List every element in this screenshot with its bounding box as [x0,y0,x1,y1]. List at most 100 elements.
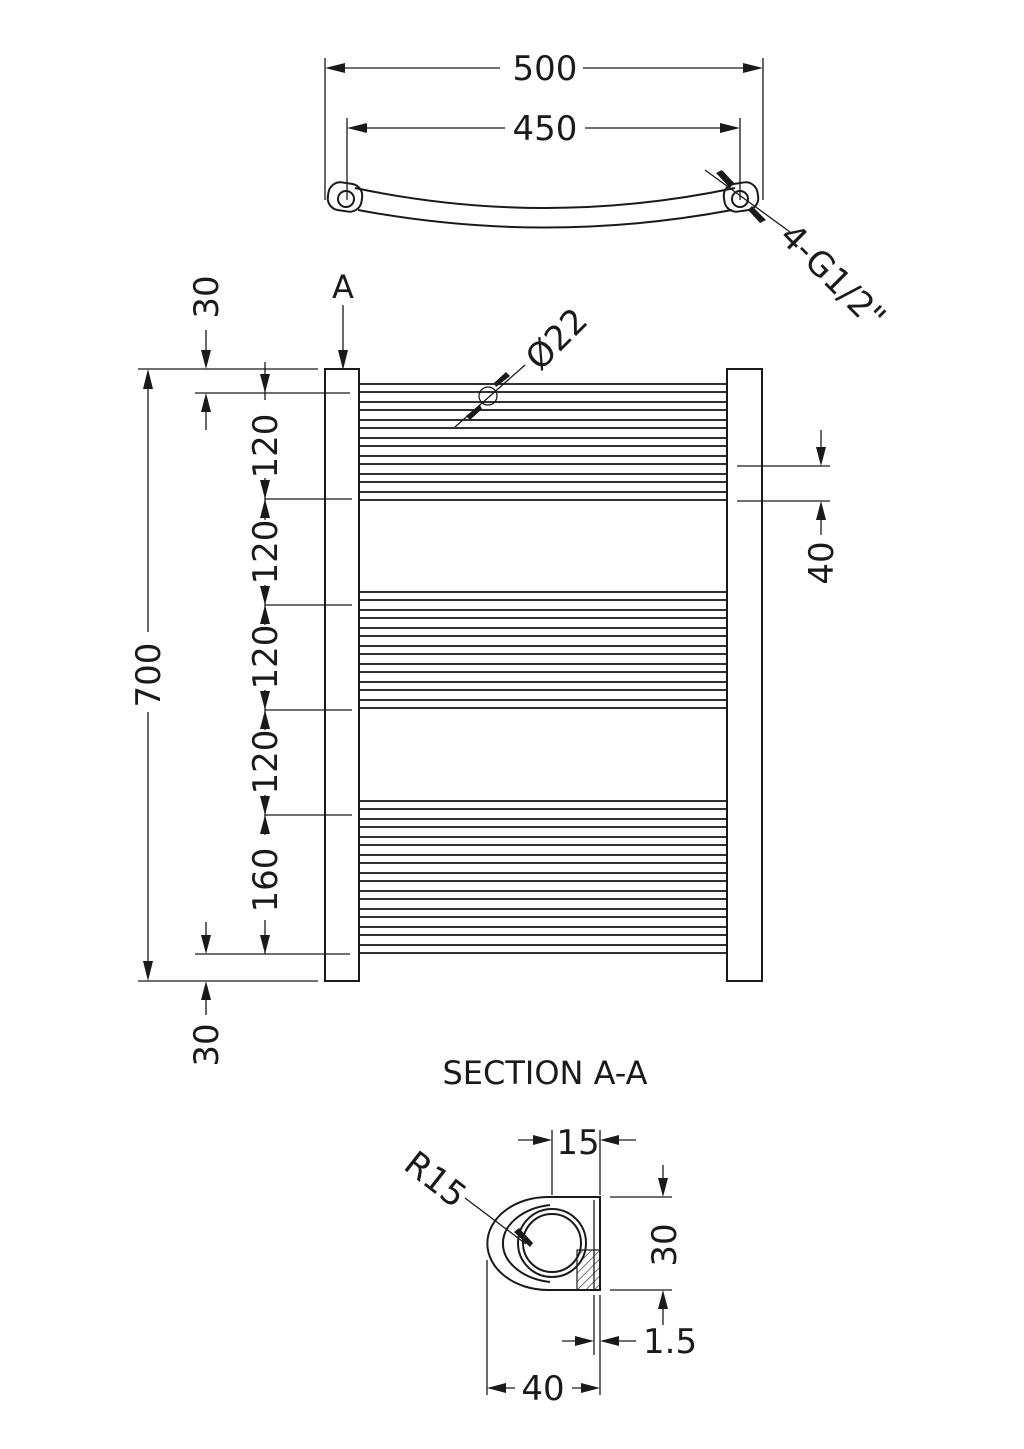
towel-bar [358,491,728,501]
towel-bar [358,926,728,936]
towel-bar [358,908,728,918]
towel-bar [358,437,728,447]
end-block-left [326,181,364,213]
dim-top-offset: 30 [187,275,227,318]
arrow-head [260,605,270,624]
arrow-head [260,815,270,834]
hatched-wall [576,1249,601,1291]
towel-bar [358,645,728,655]
towel-bar [358,872,728,882]
dim-overall-height: 700 [129,643,169,708]
arrow-head [600,1336,619,1346]
rail-curve-top [354,187,736,209]
towel-bar [358,419,728,429]
arrow-head [748,206,766,223]
arrow-head [816,501,826,520]
arrow-head [600,1135,619,1145]
profile-inner-arc [501,1204,551,1283]
tube-inner [522,1213,582,1273]
dim-overall-width: 500 [513,49,578,89]
dim-flat-width: 15 [556,1123,599,1163]
dim-section-height: 30 [645,1223,685,1266]
arrow-head [338,350,348,370]
dim-gap-5: 160 [246,848,286,913]
towel-bar [358,591,728,601]
towel-bar [358,681,728,691]
towel-bar [358,836,728,846]
arrow-head [325,63,345,73]
towel-bar [358,944,728,954]
towel-bar [358,627,728,637]
arrow-head [260,480,270,499]
towel-bar [358,699,728,709]
arrow-head [514,1228,533,1247]
arrow-head [494,372,510,387]
dim-right-spacing: 40 [802,541,842,584]
tube-outer [517,1208,587,1278]
arrow-head [658,1178,668,1197]
towel-bar [358,818,728,828]
arrow-head [260,935,270,954]
right-rail [726,368,763,982]
towel-bar [358,401,728,411]
arrow-head [260,374,270,393]
arrow-head [466,405,482,420]
connection-hole-right [731,190,749,208]
dim-section-depth: 40 [521,1369,564,1409]
end-block-right [722,181,760,213]
arrow-head [260,796,270,815]
top-view: 500 450 4-G1/2" [324,49,894,338]
towel-bar [358,854,728,864]
towel-bar [358,609,728,619]
arrow-head [816,447,826,466]
arrow-head [260,499,270,518]
dim-radius: R15 [396,1144,473,1217]
towel-bars [358,383,728,954]
arrow-head [201,350,211,369]
arrow-head [743,63,763,73]
section-view: SECTION A-A 15 R15 30 1. [396,1054,697,1409]
dim-bottom-offset: 30 [187,1023,227,1066]
leader-line [454,364,526,428]
section-marker: A [332,268,354,306]
arrow-head [575,1336,594,1346]
arrow-head [581,1383,600,1393]
dim-gap-1: 120 [246,414,286,479]
arrow-head [201,981,211,1000]
towel-bar [358,473,728,483]
arrow-head [260,710,270,729]
dim-gap-4: 120 [246,730,286,795]
leader-line [464,1197,527,1245]
arrow-head [260,691,270,710]
arrow-head [143,961,153,981]
dim-wall-thickness: 1.5 [643,1322,697,1362]
arrow-head [143,369,153,389]
dim-gap-2: 120 [246,520,286,585]
arrow-head [347,123,367,133]
arrow-head [658,1290,668,1309]
towel-bar [358,890,728,900]
leader-line [704,169,791,233]
section-title: SECTION A-A [442,1054,647,1092]
arrow-head [260,586,270,605]
profile-outline [486,1196,601,1291]
towel-bar [358,455,728,465]
arrow-head [716,170,734,188]
rail-curve-bottom [357,209,733,229]
dim-tube-diameter: Ø22 [518,301,596,379]
arrow-head [720,123,740,133]
arrow-head [533,1135,552,1145]
dim-gap-3: 120 [246,625,286,690]
dim-connection: 4-G1/2" [772,216,894,338]
left-rail [324,368,360,982]
dim-centres-width: 450 [513,109,578,149]
arrow-head [201,393,211,412]
tube-diameter-circle [478,386,498,406]
connection-hole-left [337,190,355,208]
towel-bar [358,663,728,673]
towel-bar [358,800,728,810]
arrow-head [487,1383,506,1393]
front-view: A Ø22 700 30 30 [129,268,842,1067]
arrow-head [201,935,211,954]
